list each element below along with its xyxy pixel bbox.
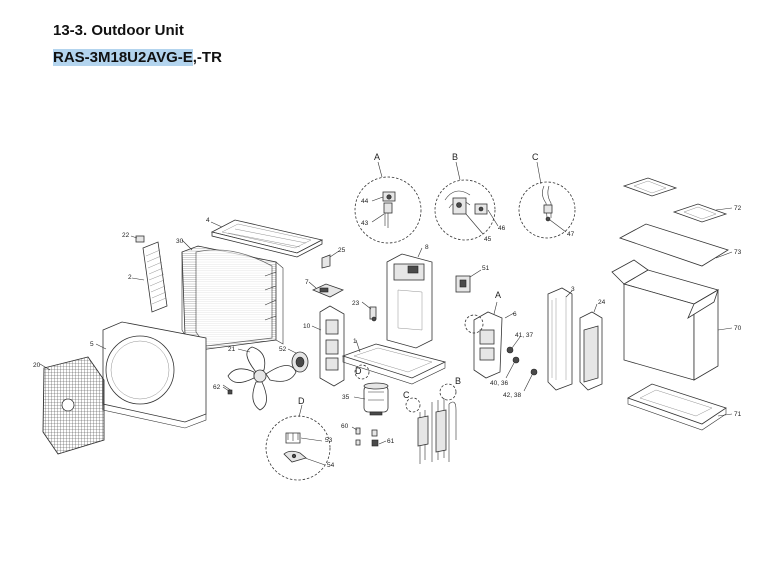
- detail-letter-c-pipe: C: [403, 390, 410, 400]
- label-71: 71: [734, 411, 742, 418]
- label-52: 52: [279, 346, 287, 353]
- label-2: 2: [128, 274, 132, 281]
- fan-motor-52: [287, 348, 309, 373]
- part-number-labels: 44 43 45 46 47 4 22 30 2 25 8 7 51 3 24 …: [33, 198, 742, 469]
- label-22: 22: [122, 232, 130, 239]
- label-72: 72: [734, 205, 742, 212]
- detail-letter-b-top: B: [452, 152, 458, 162]
- parts-60-61: [351, 426, 387, 447]
- piping-assembly: [405, 383, 457, 464]
- label-1: 1: [353, 338, 357, 345]
- detail-letter-b-pipe: B: [455, 376, 461, 386]
- detail-letter-a-top: A: [374, 152, 380, 162]
- detail-letter-a-box: A: [495, 290, 501, 300]
- label-8: 8: [425, 244, 429, 251]
- front-panel-5: [95, 321, 207, 429]
- label-20: 20: [33, 362, 41, 369]
- label-21: 21: [228, 346, 236, 353]
- label-7: 7: [305, 279, 309, 286]
- detail-d-circle: [265, 404, 331, 481]
- label-46: 46: [498, 225, 506, 232]
- section-heading: 13-3. Outdoor Unit: [53, 22, 184, 39]
- electrical-box-6: [464, 301, 515, 379]
- detail-letter-d-comp: D: [355, 366, 362, 376]
- detail-letters: A B C D A D C B: [298, 152, 539, 406]
- parts-41-37-group: [505, 336, 538, 392]
- label-47: 47: [567, 231, 575, 238]
- label-10: 10: [303, 323, 311, 330]
- packing-pad-72: [622, 177, 733, 223]
- label-51: 51: [482, 265, 490, 272]
- label-70: 70: [734, 325, 742, 332]
- base-plate-1: [341, 339, 447, 385]
- carton-70: [611, 259, 733, 381]
- label-24: 24: [598, 299, 606, 306]
- label-45: 45: [484, 236, 492, 243]
- partition-8: [386, 247, 433, 349]
- rear-panel-24: [579, 303, 603, 391]
- label-60: 60: [341, 423, 349, 430]
- label-62: 62: [213, 384, 221, 391]
- model-number: RAS-3M18U2AVG-E,-TR: [53, 49, 222, 66]
- label-25: 25: [338, 247, 346, 254]
- part-62: [222, 386, 233, 395]
- label-30: 30: [176, 238, 184, 245]
- detail-b-circle: [434, 161, 499, 241]
- detail-c-circle: [518, 161, 576, 239]
- label-4: 4: [206, 217, 210, 224]
- top-plate-4: [210, 219, 324, 258]
- label-53: 53: [325, 437, 333, 444]
- bracket-25: [321, 250, 340, 269]
- part-23: [361, 301, 377, 322]
- label-3: 3: [571, 286, 575, 293]
- model-number-suffix: ,-TR: [192, 49, 222, 66]
- part-51: [455, 269, 482, 293]
- label-54: 54: [327, 462, 335, 469]
- fan-grille-20: [39, 356, 105, 455]
- label-42-38: 42, 38: [503, 392, 521, 399]
- label-40-36: 40, 36: [490, 380, 508, 387]
- label-23: 23: [352, 300, 360, 307]
- label-44: 44: [361, 198, 369, 205]
- heat-exchanger-30: [181, 239, 284, 351]
- label-6: 6: [513, 311, 517, 318]
- label-5: 5: [90, 341, 94, 348]
- label-73: 73: [734, 249, 742, 256]
- side-panel-3: [547, 287, 573, 391]
- propeller-fan-21: [222, 346, 297, 411]
- sheet-73: [619, 223, 733, 267]
- motor-bracket-10: [311, 305, 345, 387]
- plate-7: [308, 281, 344, 298]
- label-43: 43: [361, 220, 369, 227]
- label-61: 61: [387, 438, 395, 445]
- compressor-35: [353, 364, 389, 416]
- side-rail-2: [130, 235, 168, 313]
- detail-a-circle: [354, 161, 422, 244]
- label-41-37: 41, 37: [515, 332, 533, 339]
- bottom-tray-71: [627, 383, 733, 431]
- model-number-highlight: RAS-3M18U2AVG-E: [53, 49, 193, 66]
- detail-letter-c-top: C: [532, 152, 539, 162]
- detail-letter-d-circle: D: [298, 396, 305, 406]
- label-35: 35: [342, 394, 350, 401]
